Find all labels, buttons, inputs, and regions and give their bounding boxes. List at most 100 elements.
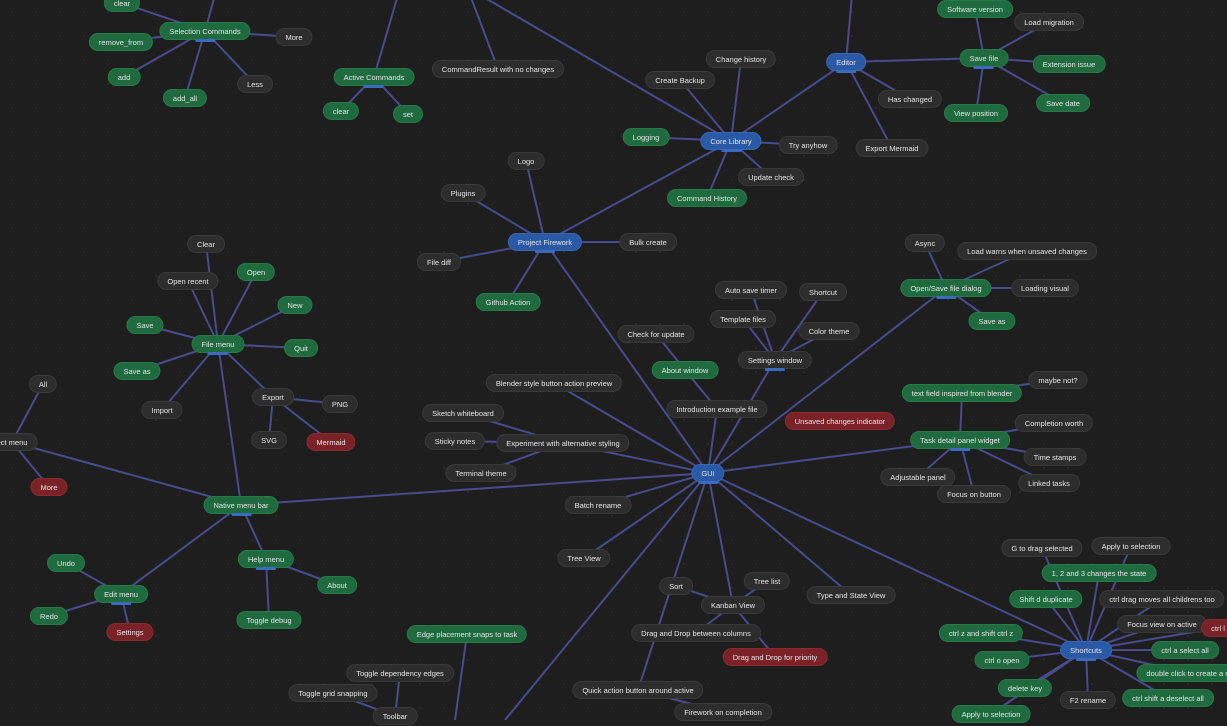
node-mermaid[interactable]: Mermaid [306,433,356,451]
node-dnd-priority[interactable]: Drag and Drop for priority [722,648,828,666]
node-logging[interactable]: Logging [622,128,670,146]
node-plugins[interactable]: Plugins [440,184,486,202]
node-remove-from[interactable]: remove_from [88,33,154,51]
node-less[interactable]: Less [237,75,273,93]
node-sel-menu[interactable]: ect menu [0,433,38,451]
node-github-action[interactable]: Github Action [475,293,541,311]
node-try-anyhow[interactable]: Try anyhow [778,136,838,154]
node-gui[interactable]: GUI [691,464,725,482]
node-text-field[interactable]: text field inspired from blender [901,384,1023,402]
node-intro-file[interactable]: Introduction example file [666,400,768,418]
node-async[interactable]: Async [904,234,946,252]
node-core[interactable]: Core Library [700,132,762,150]
node-file-menu[interactable]: File menu [191,335,245,353]
node-sort[interactable]: Sort [659,577,693,595]
node-add-all[interactable]: add_all [162,89,208,107]
node-ctrl-o[interactable]: ctrl o open [974,651,1030,669]
node-focus-button[interactable]: Focus on button [937,485,1011,503]
node-apply-sel[interactable]: Apply to selection [1091,537,1171,555]
node-clear2[interactable]: clear [322,102,360,120]
node-shortcuts[interactable]: Shortcuts [1060,641,1112,659]
node-create-backup[interactable]: Create Backup [645,71,715,89]
node-sticky-notes[interactable]: Sticky notes [424,432,486,450]
node-quit[interactable]: Quit [284,339,318,357]
node-redo[interactable]: Redo [30,607,68,625]
node-color-theme[interactable]: Color theme [798,322,860,340]
node-apply-sel2[interactable]: Apply to selection [951,705,1031,723]
node-check-update[interactable]: Check for update [617,325,695,343]
node-kanban[interactable]: Kanban View [700,596,766,614]
node-save-as2[interactable]: Save as [968,312,1016,330]
node-ctrl-z[interactable]: ctrl z and shift ctrl z [938,624,1024,642]
node-has-changed[interactable]: Has changed [877,90,943,108]
node-undo[interactable]: Undo [47,554,85,572]
node-template-files[interactable]: Template files [710,310,776,328]
node-bulk-create[interactable]: Bulk create [619,233,677,251]
node-png[interactable]: PNG [321,395,359,413]
node-unsaved-ind[interactable]: Unsaved changes indicator [784,412,896,430]
node-dnd-columns[interactable]: Drag and Drop between columns [631,624,761,642]
node-logo[interactable]: Logo [507,152,545,170]
node-open-recent[interactable]: Open recent [157,272,219,290]
node-about[interactable]: About [317,576,357,594]
node-more-left[interactable]: More [30,478,68,496]
node-edge-snap[interactable]: Edge placement snaps to task [406,625,528,643]
node-save-date[interactable]: Save date [1036,94,1090,112]
node-svg[interactable]: SVG [251,431,287,449]
node-update-check[interactable]: Update check [738,168,804,186]
node-ctrl-cut[interactable]: ctrl l [1201,619,1227,637]
node-command-history[interactable]: Command History [666,189,748,207]
node-toggle-grid[interactable]: Toggle grid snapping [288,684,378,702]
node-editor[interactable]: Editor [826,53,866,71]
node-toggle-debug[interactable]: Toggle debug [236,611,302,629]
node-loading-visual[interactable]: Loading visual [1011,279,1079,297]
node-new[interactable]: New [277,296,313,314]
node-export[interactable]: Export [252,388,294,406]
node-help-menu[interactable]: Help menu [237,550,295,568]
node-task-panel[interactable]: Task detail panel widget [910,431,1010,449]
node-f2-rename[interactable]: F2 rename [1059,691,1117,709]
node-save-as[interactable]: Save as [113,362,161,380]
node-software-version[interactable]: Software version [937,0,1013,18]
node-extension-issue[interactable]: Extension issue [1032,55,1106,73]
node-blender-preview[interactable]: Blender style button action preview [485,374,623,392]
node-shift-d[interactable]: Shift d duplicate [1009,590,1083,608]
node-import[interactable]: Import [141,401,183,419]
node-cmdres[interactable]: CommandResult with no changes [431,60,565,78]
node-double-click[interactable]: double click to create a ne [1136,664,1227,682]
node-settings-window[interactable]: Settings window [737,351,813,369]
node-set[interactable]: set [392,105,424,123]
node-ctrl-drag[interactable]: ctrl drag moves all childrens too [1099,590,1225,608]
node-shortcut[interactable]: Shortcut [799,283,847,301]
node-native-menu[interactable]: Native menu bar [203,496,279,514]
node-more-top[interactable]: More [275,28,313,46]
node-auto-save[interactable]: Auto save timer [714,281,788,299]
node-load-warns[interactable]: Load warns when unsaved changes [957,242,1097,260]
node-delete-key[interactable]: delete key [997,679,1053,697]
node-open-save-dialog[interactable]: Open/Save file dialog [900,279,992,297]
node-file-diff[interactable]: File diff [416,253,462,271]
node-ctrl-a[interactable]: ctrl a select all [1151,641,1219,659]
node-adjustable[interactable]: Adjustable panel [880,468,956,486]
node-experiment[interactable]: Experiment with alternative styling [496,434,630,452]
node-quick-action[interactable]: Quick action button around active [572,681,704,699]
node-firework[interactable]: Firework on completion [674,703,772,721]
node-add[interactable]: add [107,68,141,86]
node-completion[interactable]: Completion worth [1014,414,1094,432]
node-g-drag[interactable]: G to drag selected [1001,539,1083,557]
node-load-migration[interactable]: Load migration [1014,13,1084,31]
node-focus-active[interactable]: Focus view on active [1117,615,1207,633]
node-save[interactable]: Save [126,316,164,334]
node-toolbar[interactable]: Toolbar [372,707,418,725]
node-linked-tasks[interactable]: Linked tasks [1018,474,1080,492]
node-terminal-theme[interactable]: Terminal theme [445,464,517,482]
node-sketch-wb[interactable]: Sketch whiteboard [422,404,504,422]
node-export-mermaid[interactable]: Export Mermaid [855,139,929,157]
node-view-position[interactable]: View position [943,104,1009,122]
node-ctrl-shift-a[interactable]: ctrl shift a deselect all [1122,689,1214,707]
node-type-state[interactable]: Type and State View [806,586,896,604]
node-clear-top[interactable]: clear [103,0,141,12]
node-clear-file[interactable]: Clear [187,235,225,253]
node-settings[interactable]: Settings [106,623,154,641]
node-one-two-three[interactable]: 1, 2 and 3 changes the state [1041,564,1157,582]
